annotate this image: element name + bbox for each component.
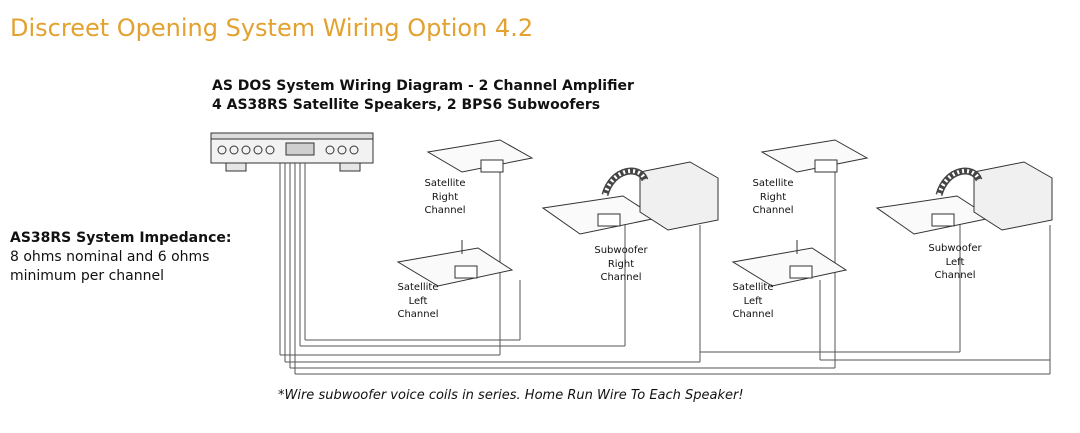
- label-line: Right: [759, 191, 787, 203]
- impedance-line2: minimum per channel: [10, 268, 164, 284]
- satellite-speaker-left-1-icon: [396, 240, 514, 287]
- label-line: Satellite: [397, 282, 439, 293]
- diagram-title-line2: 4 AS38RS Satellite Speakers, 2 BPS6 Subw…: [212, 97, 601, 113]
- satellite-speaker-right-2-icon: [760, 139, 869, 173]
- label-line: Subwoofer: [928, 243, 982, 254]
- label-line: Channel: [934, 270, 976, 281]
- wiring-lines: [279, 160, 1051, 375]
- label-satellite-left-2: Satellite Left Channel: [703, 281, 803, 322]
- label-satellite-right-1: Satellite Right Channel: [395, 177, 495, 218]
- label-line: Satellite: [424, 178, 466, 189]
- label-line: Channel: [600, 272, 642, 283]
- label-line: Right: [607, 258, 635, 270]
- label-line: Left: [408, 295, 428, 307]
- impedance-note: AS38RS System Impedance: 8 ohms nominal …: [10, 229, 231, 286]
- satellite-speaker-left-2-icon: [731, 240, 848, 287]
- label-line: Satellite: [752, 178, 794, 189]
- subwoofer-right-icon: [541, 161, 719, 235]
- label-satellite-right-2: Satellite Right Channel: [723, 177, 823, 218]
- footnote: *Wire subwoofer voice coils in series. H…: [278, 388, 744, 403]
- label-subwoofer-right: Subwoofer Right Channel: [571, 244, 671, 285]
- subwoofer-left-icon: [875, 161, 1053, 235]
- label-line: Channel: [424, 205, 466, 216]
- label-line: Subwoofer: [594, 245, 648, 256]
- label-line: Right: [431, 191, 459, 203]
- label-satellite-left-1: Satellite Left Channel: [368, 281, 468, 322]
- label-line: Channel: [752, 205, 794, 216]
- impedance-heading: AS38RS System Impedance:: [10, 230, 232, 246]
- diagram-title: AS DOS System Wiring Diagram - 2 Channel…: [212, 77, 634, 115]
- label-line: Left: [945, 256, 965, 268]
- satellite-speaker-right-1-icon: [426, 139, 534, 173]
- label-subwoofer-left: Subwoofer Left Channel: [905, 242, 1005, 283]
- diagram-title-line1: AS DOS System Wiring Diagram - 2 Channel…: [212, 78, 634, 94]
- label-line: Channel: [732, 309, 774, 320]
- page-title: Discreet Opening System Wiring Option 4.…: [10, 14, 534, 42]
- amplifier-icon: [210, 132, 374, 172]
- label-line: Satellite: [732, 282, 774, 293]
- impedance-line1: 8 ohms nominal and 6 ohms: [10, 249, 210, 265]
- label-line: Left: [743, 295, 763, 307]
- label-line: Channel: [397, 309, 439, 320]
